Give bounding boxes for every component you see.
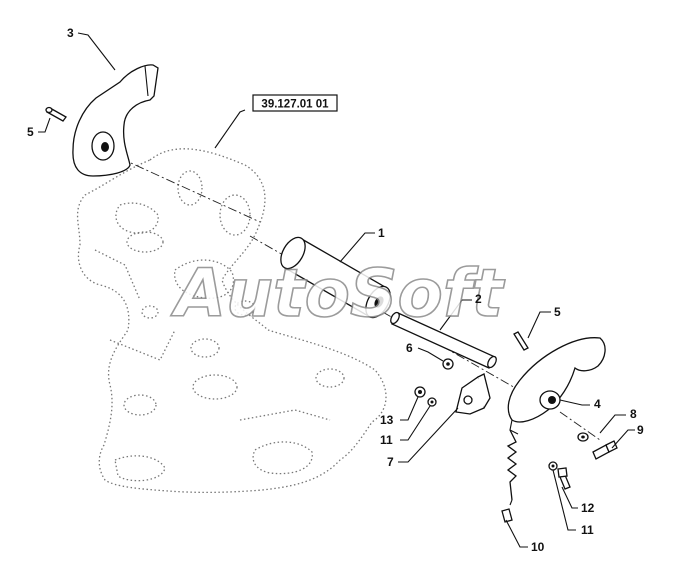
lever-plate-right-part <box>507 337 606 435</box>
spring-part <box>506 429 518 506</box>
callout-6: 6 <box>406 341 413 355</box>
callout-labels: 3 5 1 2 5 6 4 8 9 13 11 7 12 11 10 <box>27 26 644 554</box>
callout-7: 7 <box>387 455 394 469</box>
callout-12: 12 <box>581 501 595 515</box>
bolt-10-part <box>501 508 513 523</box>
callout-11-left: 11 <box>380 433 393 447</box>
callout-8: 8 <box>630 407 637 421</box>
reference-box: 39.127.01 01 <box>252 94 338 112</box>
callout-11-right: 11 <box>581 523 594 537</box>
washer-part <box>442 358 454 370</box>
lever-plate-part <box>72 64 159 177</box>
callout-4: 4 <box>594 397 601 411</box>
housing-phantom-outline <box>76 148 387 494</box>
callout-9: 9 <box>637 423 644 437</box>
nut-part <box>414 386 426 398</box>
leader-lines <box>38 32 635 548</box>
callout-3: 3 <box>67 26 74 40</box>
callout-2: 2 <box>475 292 482 306</box>
washer-8-part <box>577 432 589 442</box>
cylinder-part <box>280 236 391 319</box>
callout-5-right: 5 <box>554 305 561 319</box>
callout-5-top: 5 <box>27 125 34 139</box>
washer-11-right-part <box>548 461 558 471</box>
callout-13: 13 <box>380 413 394 427</box>
rod-part <box>390 311 497 369</box>
reference-box-label: 39.127.01 01 <box>261 99 329 111</box>
callout-10: 10 <box>531 540 545 554</box>
bolt-12-part <box>557 467 571 490</box>
washer-left-part <box>427 397 437 407</box>
callout-1: 1 <box>378 226 385 240</box>
pin-top-part <box>45 106 67 122</box>
pin-right-part <box>513 331 529 351</box>
watermark-text: AutoSoft <box>170 255 506 332</box>
bracket-part <box>455 373 491 415</box>
bolt-9-part <box>592 440 618 460</box>
